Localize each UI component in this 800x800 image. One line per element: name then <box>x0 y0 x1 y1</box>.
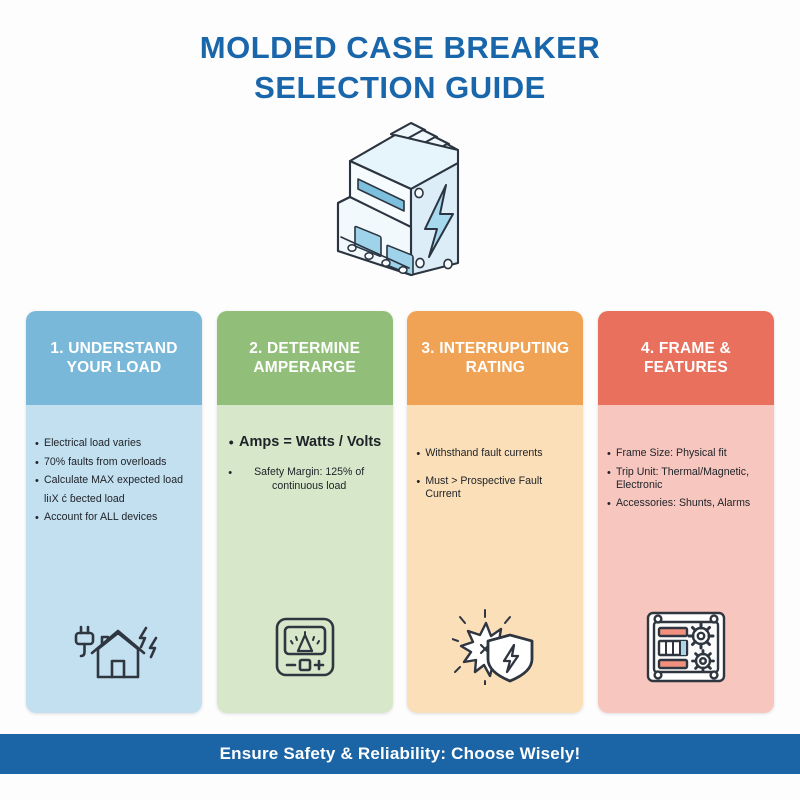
analog-ammeter-gauge-icon <box>275 617 334 677</box>
card-4-title-line-2: FEATURES <box>643 359 728 376</box>
list-item: • Safety Margin: 125% of continuous load <box>226 466 384 494</box>
breaker-panel-with-gears-icon <box>646 611 726 683</box>
list-item: • Electrical load varies <box>35 437 193 452</box>
arc-flash-with-shield-icon <box>452 609 534 685</box>
card-2-bullet-list: • Amps = Watts / Volts • Safety Margin: … <box>217 405 393 595</box>
card-3-body: • Withsthand fault currents • Must > Pro… <box>407 405 584 713</box>
card-2-title-line-2: AMPERARGE <box>253 359 356 376</box>
step-cards: 1. UNDERSTAND YOUR LOAD • Electrical loa… <box>0 311 800 713</box>
list-item-text: Calculate MAX expected load <box>44 474 183 487</box>
bullet-indent <box>35 493 44 507</box>
list-item-text: Accessories: Shunts, Alarms <box>615 497 751 510</box>
bullet-glyph: • <box>416 448 421 460</box>
bullet-glyph: • <box>35 438 39 450</box>
list-item-text: Frame Size: Physical fit <box>615 447 727 459</box>
card-1-bullet-list: • Electrical load varies • 70% faults fr… <box>26 405 202 595</box>
list-item: • Must > Prospective Fault Current <box>416 475 574 503</box>
list-item-text: liıX ć ɓected load <box>44 492 125 505</box>
card-4-title-line-1: 4. FRAME & <box>641 339 731 357</box>
card-1-body: • Electrical load varies • 70% faults fr… <box>26 405 202 713</box>
bullet-glyph: • <box>606 448 611 460</box>
card-3-title-line-2: RATING <box>465 359 526 376</box>
card-interrupting-rating[interactable]: 3. INTERRUPUTING RATING • Withsthand fau… <box>407 311 584 713</box>
list-item: • Account for ALL devices <box>35 511 193 526</box>
list-item-text: 70% faults from overloads <box>44 455 167 468</box>
hero-illustration <box>0 113 800 303</box>
list-item-text: Safety Margin: 125% of continuous load <box>254 466 365 493</box>
card-3-icon-area <box>407 595 583 713</box>
circuit-breaker-icon <box>336 122 460 277</box>
list-item: • 70% faults from overloads <box>35 456 193 471</box>
bullet-glyph: • <box>416 475 421 488</box>
card-determine-amperage[interactable]: 2. DETERMINE AMPERARGE • Amps = Watts / … <box>216 311 393 713</box>
card-3-header: 3. INTERRUPUTING RATING <box>407 311 584 405</box>
bullet-glyph: • <box>35 456 39 469</box>
list-item-text: Must > Prospective Fault Current <box>425 474 543 501</box>
house-with-plug-and-lightning-icon <box>74 625 158 679</box>
card-2-header: 2. DETERMINE AMPERARGE <box>216 311 393 405</box>
card-4-body: • Frame Size: Physical fit • Trip Unit: … <box>597 405 774 713</box>
list-item-text: Trip Unit: Thermal/Magnetic, Electronic <box>615 465 750 492</box>
card-4-bullet-list: • Frame Size: Physical fit • Trip Unit: … <box>598 405 774 595</box>
card-2-body: • Amps = Watts / Volts • Safety Margin: … <box>216 405 393 713</box>
footer-banner: Ensure Safety & Reliability: Choose Wise… <box>0 734 800 774</box>
card-1-title-line-2: YOUR LOAD <box>66 359 162 376</box>
bullet-glyph: • <box>35 511 39 524</box>
list-item: • Trip Unit: Thermal/Magnetic, Electroni… <box>607 466 765 494</box>
card-4-header: 4. FRAME & FEATURES <box>597 311 774 405</box>
card-4-icon-area <box>598 595 774 713</box>
list-item-continuation: liıX ć ɓected load <box>35 493 193 507</box>
bullet-glyph: • <box>606 466 611 479</box>
footer-text: Ensure Safety & Reliability: Choose Wise… <box>219 744 581 763</box>
card-1-header: 1. UNDERSTAND YOUR LOAD <box>26 311 202 405</box>
list-item: • Frame Size: Physical fit <box>607 447 765 462</box>
bullet-glyph: • <box>606 498 611 511</box>
list-item-text: Amps = Watts / Volts <box>239 434 382 450</box>
card-3-title-line-1: 3. INTERRUPUTING <box>421 339 570 357</box>
card-2-title-line-1: 2. DETERMINE <box>249 339 361 357</box>
bullet-glyph: • <box>228 434 234 450</box>
page-title: MOLDED CASE BREAKER SELECTION GUIDE <box>0 0 800 107</box>
page-title-line-2: SELECTION GUIDE <box>254 69 546 105</box>
list-item-text: Account for ALL devices <box>44 510 158 523</box>
list-item-text: Withsthand fault currents <box>425 447 543 459</box>
list-item: • Calculate MAX expected load <box>35 474 193 489</box>
card-3-bullet-list: • Withsthand fault currents • Must > Pro… <box>407 405 583 595</box>
card-2-icon-area <box>217 595 393 713</box>
card-frame-and-features[interactable]: 4. FRAME & FEATURES • Frame Size: Physic… <box>597 311 774 713</box>
list-item: • Withsthand fault currents <box>416 447 574 462</box>
card-1-title-line-1: 1. UNDERSTAND <box>50 339 178 357</box>
card-understand-your-load[interactable]: 1. UNDERSTAND YOUR LOAD • Electrical loa… <box>26 311 202 713</box>
card-1-icon-area <box>26 595 202 713</box>
list-item: • Accessories: Shunts, Alarms <box>607 497 765 512</box>
bullet-glyph: • <box>35 475 39 488</box>
list-item-primary: • Amps = Watts / Volts <box>226 433 384 452</box>
list-item-text: Electrical load varies <box>44 437 142 449</box>
bullet-glyph: • <box>228 467 233 480</box>
page-title-line-1: MOLDED CASE BREAKER <box>199 30 601 65</box>
